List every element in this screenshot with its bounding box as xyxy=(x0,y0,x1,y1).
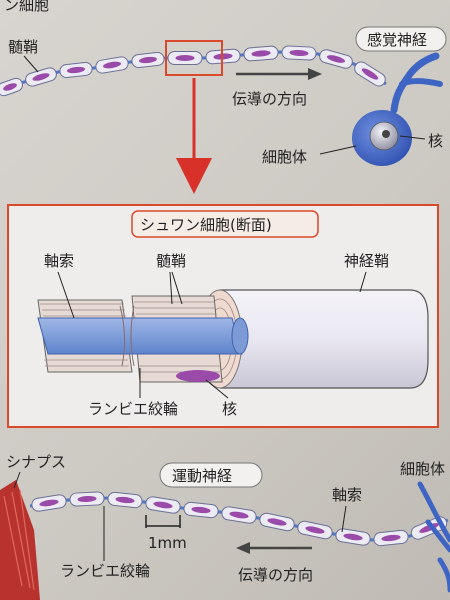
nucleus-label-top: 核 xyxy=(428,132,443,150)
node-of-ranvier-label-detail: ランビエ絞輪 xyxy=(88,400,178,418)
schwann-cell-section xyxy=(37,289,429,389)
synapse-leader xyxy=(13,471,21,489)
schwann-cell-segment xyxy=(297,520,333,540)
cell-body-label-bottom: 細胞体 xyxy=(400,460,445,478)
conduction-arrowhead-top xyxy=(308,68,322,80)
schwann-cell-segment xyxy=(243,45,279,62)
conduction-arrowhead-bottom xyxy=(236,542,250,554)
synapse-label: シナプス xyxy=(6,453,66,471)
axon-leader-bottom xyxy=(341,505,347,533)
schwann-cell-segment xyxy=(335,528,371,546)
myelin-sheath-label-detail: 髄鞘 xyxy=(156,252,186,270)
zoom-arrow xyxy=(176,78,212,194)
neurilemma-label: 神経鞘 xyxy=(344,252,389,270)
axon-label-detail: 軸索 xyxy=(44,252,74,270)
motor-nerve-badge xyxy=(159,462,263,488)
schwann-cell-segment xyxy=(373,529,409,547)
schwann-cell-segment xyxy=(25,67,57,87)
schwann-cell-segment xyxy=(281,45,317,61)
scale-label: 1mm xyxy=(148,534,187,552)
motor-nerve-label: 運動神経 xyxy=(172,467,232,485)
myelin-sheath-label: 髄鞘 xyxy=(8,38,38,56)
schwann-cell-segment xyxy=(319,49,353,69)
myelin-leader-detail-b xyxy=(171,271,183,305)
sensory-nerve-fiber xyxy=(0,45,387,97)
schwann-cell-segment xyxy=(354,61,386,87)
schwann-cell-segment xyxy=(31,494,67,512)
cell-body-label-top: 細胞体 xyxy=(262,148,307,166)
schwann-cell-segment xyxy=(259,512,295,532)
axon-label-bottom: 軸索 xyxy=(332,486,362,504)
schwann-cell-segment xyxy=(0,77,23,97)
myelin-sheath-leader xyxy=(23,55,39,73)
schwann-cell-segment xyxy=(145,496,181,514)
scale-bar xyxy=(145,515,181,528)
nucleus-leader-top xyxy=(399,135,426,140)
schwann-cell-segment xyxy=(59,61,93,79)
schwann-cell-segment xyxy=(183,501,219,519)
node-of-ranvier-label-bottom: ランビエ絞輪 xyxy=(60,562,150,580)
sensory-cell-body xyxy=(352,52,443,166)
schwann-cell-segment xyxy=(221,506,257,524)
section-heading-partial: ン細胞 xyxy=(4,0,49,14)
conduction-direction-label-bottom: 伝導の方向 xyxy=(238,566,313,584)
cell-body-leader-top xyxy=(319,145,357,155)
schwann-cell-segment xyxy=(131,51,165,69)
myelin-leader-detail-a xyxy=(169,271,173,305)
highlight-box xyxy=(165,40,223,76)
conduction-direction-label-top: 伝導の方向 xyxy=(232,90,307,108)
detail-title: シュワン細胞(断面) xyxy=(140,216,272,234)
sensory-nerve-label: 感覚神経 xyxy=(367,31,427,49)
schwann-cell-segment xyxy=(107,491,143,509)
nucleus-leader-detail xyxy=(205,379,229,399)
detail-title-box xyxy=(131,210,319,238)
schwann-cell-segment xyxy=(69,491,105,507)
sensory-nerve-badge xyxy=(355,26,447,52)
nucleus-label-detail: 核 xyxy=(222,400,237,418)
axon-leader-detail xyxy=(57,271,75,319)
neurilemma-leader xyxy=(359,271,367,293)
schwann-cell-segment xyxy=(95,56,129,74)
motor-nerve-fiber xyxy=(29,491,449,547)
schwann-cell-segment xyxy=(167,51,203,65)
muscle-fibers xyxy=(0,480,40,600)
